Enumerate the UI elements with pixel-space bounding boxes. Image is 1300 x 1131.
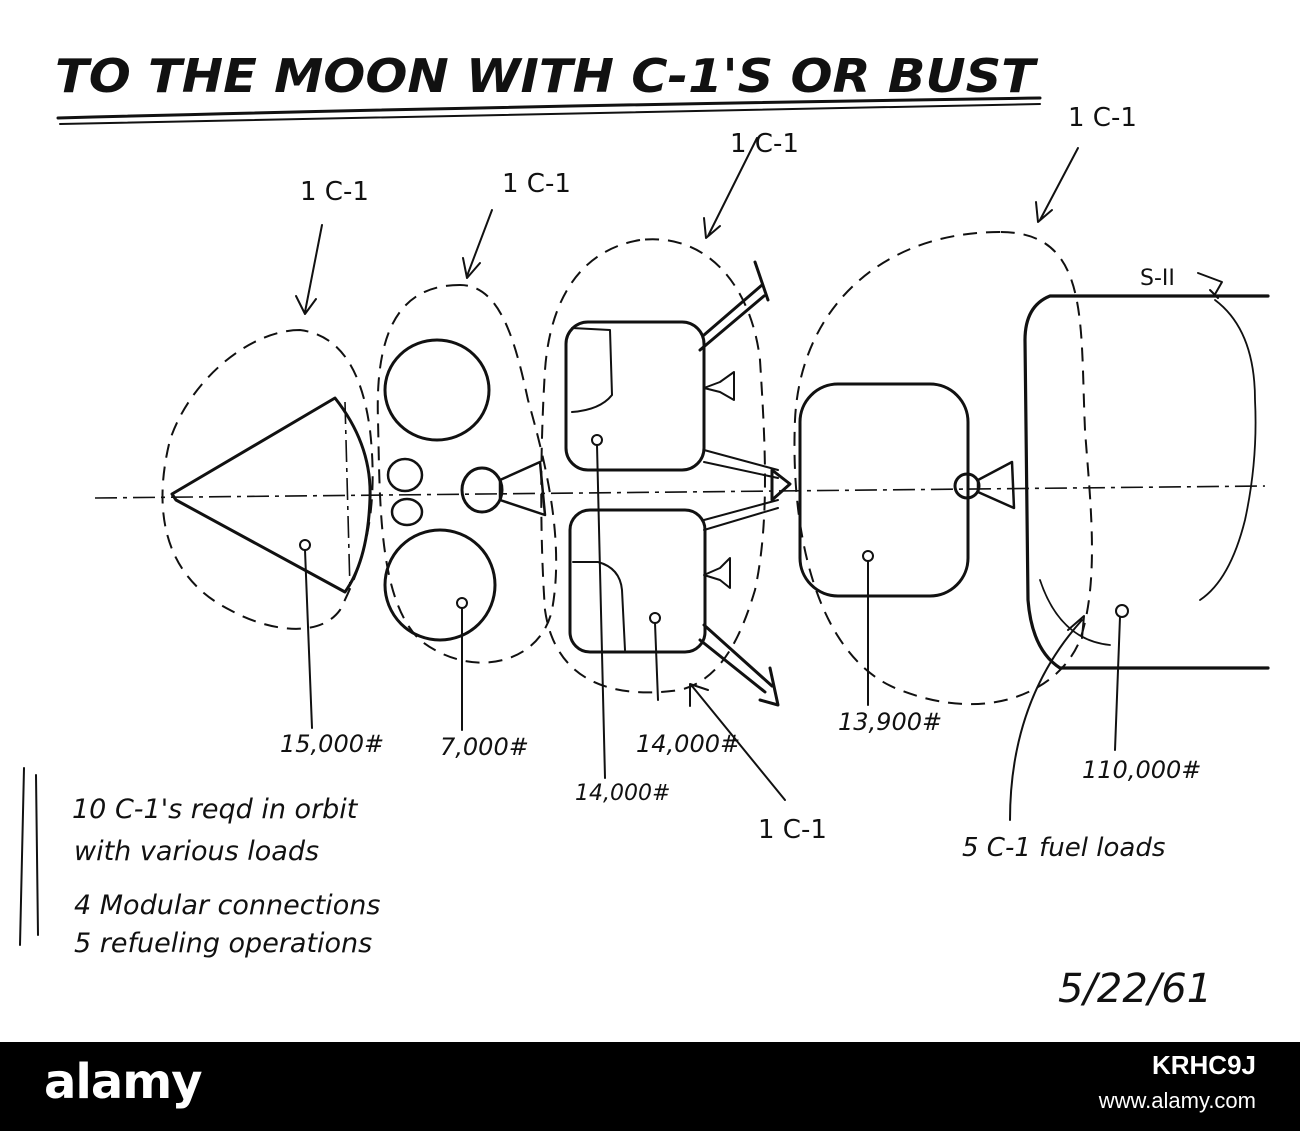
lander-thruster-lower	[704, 558, 730, 588]
capsule-weight: 15,000#	[280, 730, 384, 758]
lander-docking-cone	[772, 470, 790, 500]
stage-leader	[1115, 617, 1120, 750]
propulsion-engine-nozzle	[978, 462, 1014, 508]
lander-upper-marker	[592, 435, 602, 445]
lander-upper-leader	[597, 445, 605, 778]
tank-small-1	[388, 459, 422, 491]
propulsion-envelope	[794, 232, 1091, 704]
tank-lower-large	[385, 530, 495, 640]
lander-thruster-upper	[704, 372, 734, 400]
tank-engine-nozzle	[500, 462, 545, 515]
note-line-2: with various loads	[74, 836, 319, 867]
watermark-brand: alamy	[44, 1054, 202, 1110]
capsule-marker	[300, 540, 310, 550]
note-line-4: 5 refueling operations	[74, 928, 372, 959]
propulsion-marker	[863, 551, 873, 561]
tank-engine-chamber	[462, 468, 502, 512]
propulsion-tag-arrow	[1036, 148, 1078, 222]
stage-weight: 110,000#	[1082, 756, 1201, 784]
tanks-tag: 1 C-1	[502, 169, 571, 199]
lander-strut-lower	[704, 500, 778, 530]
watermark-image-id: KRHC9J	[1152, 1050, 1256, 1081]
tank-small-2	[392, 499, 422, 525]
tanks-tag-arrow	[463, 210, 492, 278]
lander-lower-window	[573, 562, 625, 650]
stage-dome	[1200, 300, 1256, 600]
lunar-vehicle-sketch: TO THE MOON WITH C-1'S OR BUST 15,000# 1…	[0, 0, 1300, 1042]
tanks-marker	[457, 598, 467, 608]
sketch-title: TO THE MOON WITH C-1'S OR BUST	[55, 49, 1039, 103]
watermark-url: www.alamy.com	[1099, 1088, 1256, 1114]
propulsion-tag: 1 C-1	[1068, 103, 1137, 133]
note-line-3: 4 Modular connections	[74, 890, 380, 921]
watermark-bar: alamy KRHC9J www.alamy.com	[0, 1042, 1300, 1131]
stage-label-arrow	[1198, 273, 1222, 298]
stage-label: S-II	[1140, 266, 1175, 291]
lander-leg-lower	[700, 625, 778, 705]
stage-fuel-arrow	[1010, 616, 1084, 820]
capsule-heatshield-line	[345, 402, 350, 590]
propulsion-weight: 13,900#	[838, 708, 942, 736]
lander-lower-marker	[650, 613, 660, 623]
lander-strut-upper	[704, 450, 778, 478]
lander-tag-lower: 1 C-1	[758, 815, 827, 845]
stage-marker	[1116, 605, 1128, 617]
lander-upper-cabin	[566, 322, 704, 470]
note-line-1: 10 C-1's reqd in orbit	[72, 794, 359, 825]
lander-lower-leader	[655, 623, 658, 700]
lander-lower-weight: 14,000#	[636, 730, 740, 758]
tank-upper-large	[385, 340, 489, 440]
sketch-area: TO THE MOON WITH C-1'S OR BUST 15,000# 1…	[0, 0, 1300, 1042]
tanks-weight: 7,000#	[440, 733, 529, 761]
capsule-tag-arrow	[296, 225, 322, 314]
notes-bar	[20, 768, 38, 945]
sketch-date: 5/22/61	[1058, 966, 1212, 1012]
capsule-leader	[305, 550, 312, 728]
lander-lower-cabin	[570, 510, 705, 652]
capsule-tag: 1 C-1	[300, 177, 369, 207]
stage-inner-curve	[1040, 580, 1110, 645]
stage-outline	[1025, 296, 1268, 668]
lander-upper-weight: 14,000#	[575, 781, 670, 806]
lander-upper-window	[572, 328, 612, 412]
lander-leg-upper	[700, 262, 768, 350]
lander-tag: 1 C-1	[730, 129, 799, 159]
stage-fuel-note: 5 C-1 fuel loads	[962, 833, 1165, 863]
